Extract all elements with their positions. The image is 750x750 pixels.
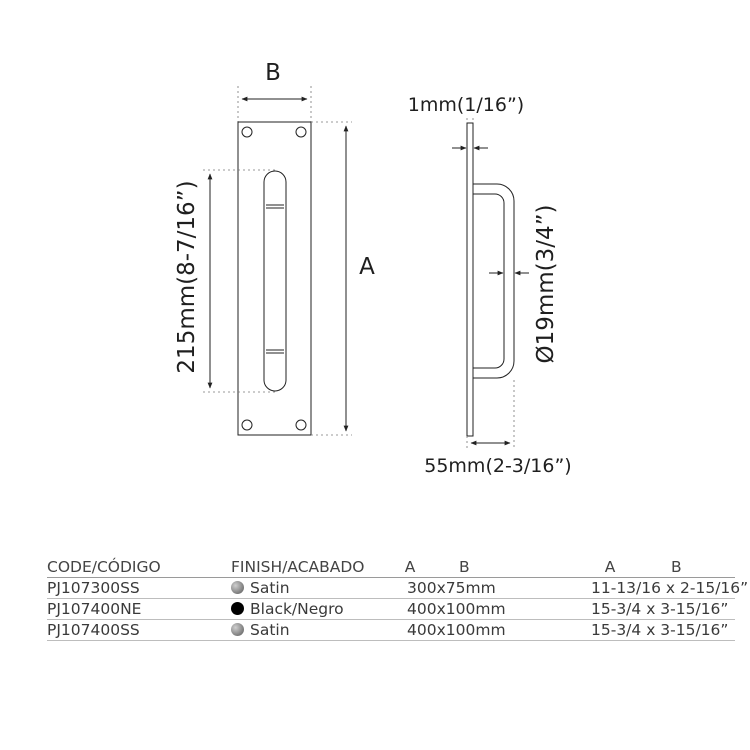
row-finish: Satin <box>231 619 381 641</box>
row-size-mm: 400x100mm <box>381 598 549 620</box>
handle-front-outline <box>263 170 287 392</box>
screw-hole-bottom-left <box>241 419 253 431</box>
spec-table: CODE/CÓDIGO FINISH/ACABADO A B A B PJ107… <box>47 556 748 641</box>
thickness-label: 1mm(1/16”) <box>408 94 524 116</box>
backplate-outline <box>237 121 312 436</box>
handle-side-outer <box>473 183 515 379</box>
finish-label: Satin <box>250 621 290 639</box>
table-row: PJ107400SS Satin 400x100mm 15-3/4 x 3-15… <box>47 619 735 641</box>
label-b: B <box>265 60 281 86</box>
row-size-in: 11-13/16 x 2-15/16” <box>549 577 748 599</box>
row-code: PJ107300SS <box>47 577 231 599</box>
header-a-in: A <box>549 556 671 578</box>
finish-label: Black/Negro <box>250 600 344 618</box>
row-size-mm: 300x75mm <box>381 577 549 599</box>
finish-label: Satin <box>250 579 290 597</box>
side-view: 1mm(1/16”) Ø19mm(3/4”) 55mm(2-3/16”) <box>408 94 572 477</box>
projection-label: 55mm(2-3/16”) <box>424 455 571 477</box>
header-b-mm: B <box>439 556 549 578</box>
row-code: PJ107400SS <box>47 619 231 641</box>
header-finish: FINISH/ACABADO <box>231 556 381 578</box>
table-row: PJ107300SS Satin 300x75mm 11-13/16 x 2-1… <box>47 577 748 599</box>
table-row: PJ107400NE Black/Negro 400x100mm 15-3/4 … <box>47 598 735 620</box>
height-label: 215mm(8-7/16”) <box>174 180 200 373</box>
header-a-mm: A <box>381 556 439 578</box>
label-a: A <box>359 254 375 280</box>
row-size-in: 15-3/4 x 3-15/16” <box>549 598 735 620</box>
row-code: PJ107400NE <box>47 598 231 620</box>
satin-swatch-icon <box>231 581 244 594</box>
row-finish: Satin <box>231 577 381 599</box>
diameter-label: Ø19mm(3/4”) <box>533 204 559 363</box>
backplate-side-outline <box>466 122 474 437</box>
table-header-row: CODE/CÓDIGO FINISH/ACABADO A B A B <box>47 556 735 578</box>
satin-swatch-icon <box>231 623 244 636</box>
screw-hole-top-left <box>241 126 253 138</box>
row-size-in: 15-3/4 x 3-15/16” <box>549 619 735 641</box>
handle-side-inner <box>473 193 505 369</box>
header-b-in: B <box>671 556 735 578</box>
technical-drawing: B 215mm(8-7/16”) A 1mm(1/16”) <box>174 60 572 477</box>
screw-hole-bottom-right <box>295 419 307 431</box>
row-finish: Black/Negro <box>231 598 381 620</box>
header-code: CODE/CÓDIGO <box>47 556 231 578</box>
front-view: B 215mm(8-7/16”) A <box>174 60 375 436</box>
row-size-mm: 400x100mm <box>381 619 549 641</box>
black-swatch-icon <box>231 602 244 615</box>
screw-hole-top-right <box>295 126 307 138</box>
